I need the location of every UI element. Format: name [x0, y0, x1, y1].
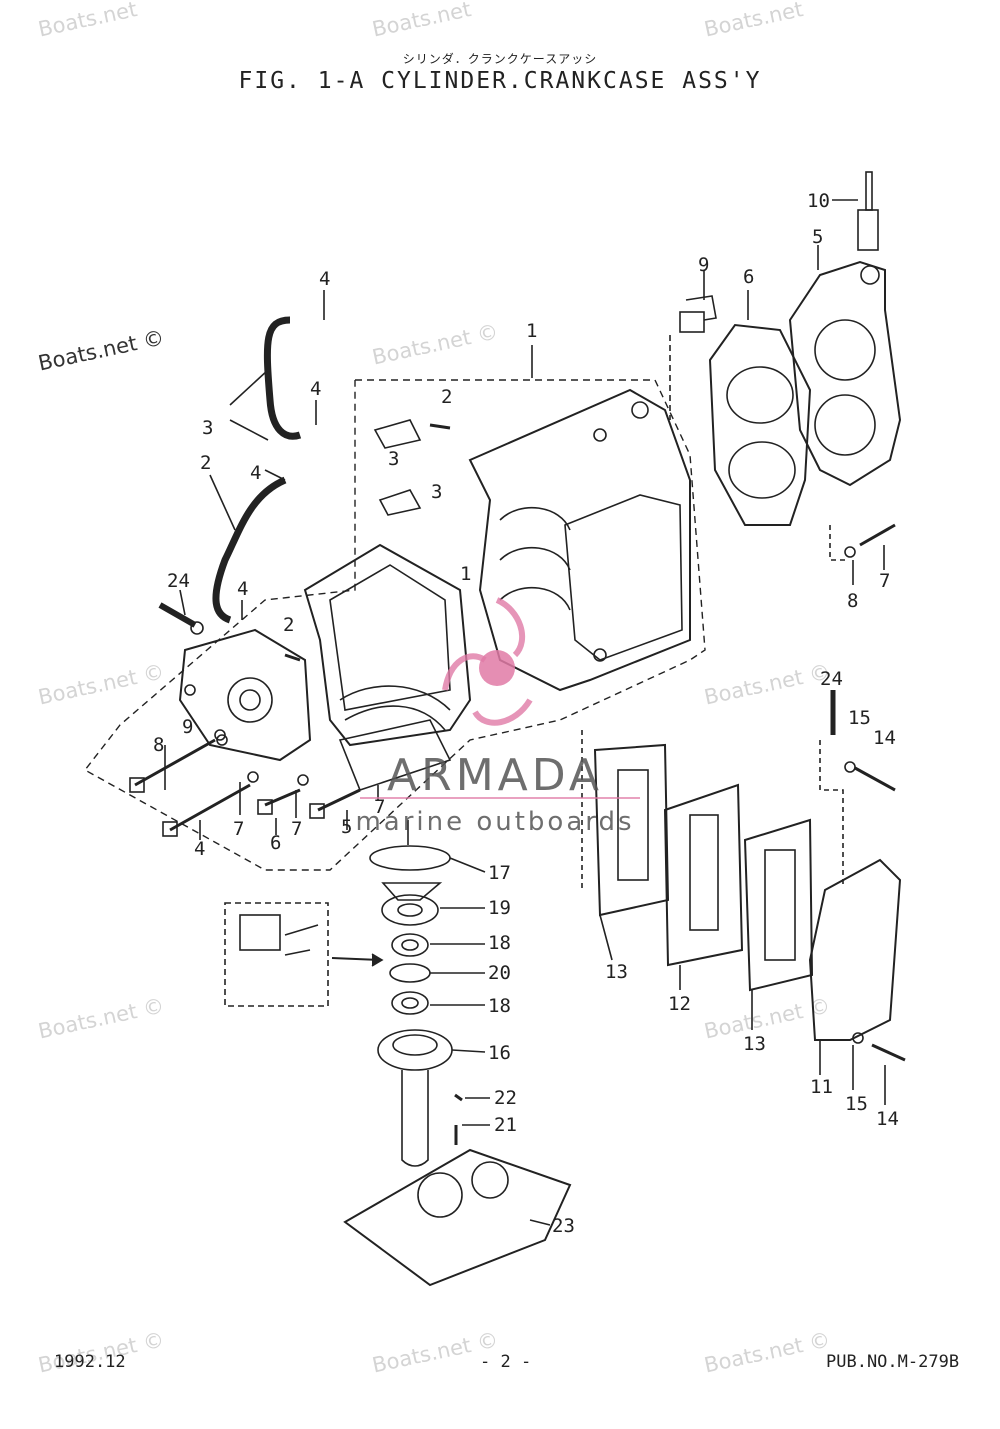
- callout-10: 10: [807, 190, 830, 212]
- callout-20: 20: [488, 962, 511, 984]
- callout-9: 9: [698, 254, 710, 276]
- callout-13: 13: [743, 1033, 766, 1055]
- callout-4: 4: [319, 268, 331, 290]
- figure-subtitle-jp: シリンダ．クランクケースアッシ: [402, 52, 598, 66]
- callout-1: 1: [526, 320, 538, 342]
- callout-1: 1: [460, 563, 472, 585]
- callout-22: 22: [494, 1087, 517, 1109]
- callout-18: 18: [488, 995, 511, 1017]
- callout-9: 9: [182, 716, 194, 738]
- footer-page-number: - 2 -: [480, 1352, 532, 1372]
- callout-3: 3: [388, 448, 400, 470]
- callout-14: 14: [876, 1108, 899, 1130]
- callout-23: 23: [552, 1215, 575, 1237]
- callout-14: 14: [873, 727, 896, 749]
- footer-pub-number: PUB.NO.M-279B: [826, 1352, 960, 1372]
- callout-7: 7: [291, 818, 303, 840]
- callout-4: 4: [250, 462, 262, 484]
- callout-21: 21: [494, 1114, 517, 1136]
- figure-title: FIG. 1-A CYLINDER.CRANKCASE ASS'Y: [238, 68, 762, 94]
- callout-3: 3: [202, 417, 214, 439]
- callout-5: 5: [341, 816, 353, 838]
- diagram-linework: [83, 171, 906, 1287]
- callout-6: 6: [743, 266, 755, 288]
- callout-12: 12: [668, 993, 691, 1015]
- armada-tagline: marine outboards: [355, 807, 634, 837]
- callout-4: 4: [194, 838, 206, 860]
- callout-8: 8: [847, 590, 859, 612]
- callout-24: 24: [820, 668, 843, 690]
- callout-7: 7: [233, 818, 245, 840]
- callout-19: 19: [488, 897, 511, 919]
- callout-6: 6: [270, 832, 282, 854]
- callout-2: 2: [283, 614, 295, 636]
- callout-7: 7: [374, 796, 386, 818]
- callout-7: 7: [879, 570, 891, 592]
- callout-24: 24: [167, 570, 190, 592]
- callout-11: 11: [810, 1076, 833, 1098]
- footer-date: 1992.12: [54, 1352, 126, 1372]
- callout-16: 16: [488, 1042, 511, 1064]
- callout-17: 17: [488, 862, 511, 884]
- callout-15: 15: [848, 707, 871, 729]
- callout-2: 2: [200, 452, 212, 474]
- callout-18: 18: [488, 932, 511, 954]
- callout-5: 5: [812, 226, 824, 248]
- armada-logo: ARMADA marine outboards: [355, 597, 640, 837]
- callout-3: 3: [431, 481, 443, 503]
- callout-8: 8: [153, 734, 165, 756]
- callout-15: 15: [845, 1093, 868, 1115]
- callout-13: 13: [605, 961, 628, 983]
- armada-wordmark: ARMADA: [387, 750, 603, 801]
- callout-4: 4: [310, 378, 322, 400]
- callout-4: 4: [237, 578, 249, 600]
- callout-2: 2: [441, 386, 453, 408]
